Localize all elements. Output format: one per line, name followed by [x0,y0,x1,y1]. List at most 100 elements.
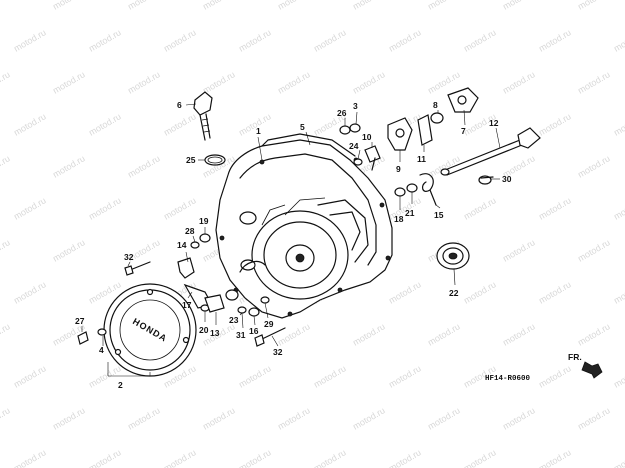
bearing [436,242,470,270]
watermark-text: motod.ru [576,0,612,12]
watermark-text: motod.ru [612,111,625,137]
watermark-text: motod.ru [462,447,498,468]
watermark-text: motod.ru [237,27,273,53]
small-parts-upper [339,87,479,206]
watermark-text: motod.ru [312,27,348,53]
watermark-text: motod.ru [387,279,423,305]
part-label-30: 30 [502,174,512,184]
part-label-1: 1 [256,126,261,136]
watermark-text: motod.ru [0,153,12,179]
watermark-text: motod.ru [237,111,273,137]
watermark-text: motod.ru [387,363,423,389]
part-label-9: 9 [396,164,401,174]
watermark-text: motod.ru [51,0,87,12]
crankcase-cover [215,133,393,319]
watermark-text: motod.ru [12,363,48,389]
watermark-text: motod.ru [312,363,348,389]
oil-filler-cap [193,91,226,166]
part-label-26: 26 [337,108,347,118]
watermark-text: motod.ru [126,0,162,12]
watermark-text: motod.ru [576,321,612,347]
watermark-text: motod.ru [51,237,87,263]
watermark-text: motod.ru [87,195,123,221]
part-label-25: 25 [186,155,196,165]
direction-label: FR. [568,352,582,362]
watermark-text: motod.ru [612,363,625,389]
watermark-text: motod.ru [0,237,12,263]
watermark-text: motod.ru [0,69,12,95]
part-label-27: 27 [75,316,85,326]
part-label-20: 20 [199,325,209,335]
watermark-text: motod.ru [537,195,573,221]
diagram-code: HF14-R0600 [485,375,531,383]
watermark-text: motod.ru [276,69,312,95]
part-label-14: 14 [177,240,187,250]
watermark-text: motod.ru [51,153,87,179]
watermark-text: motod.ru [51,405,87,431]
part-label-8: 8 [433,100,438,110]
small-parts-lower [77,233,286,347]
watermark-text: motod.ru [12,195,48,221]
watermark-text: motod.ru [462,27,498,53]
watermark-text: motod.ru [576,153,612,179]
watermark-text: motod.ru [612,27,625,53]
part-label-17: 17 [182,300,192,310]
watermark-text: motod.ru [201,405,237,431]
part-label-16: 16 [249,326,259,336]
watermark-text: motod.ru [576,69,612,95]
watermark-text: motod.ru [87,111,123,137]
watermark-text: motod.ru [612,447,625,468]
watermark-text: motod.ru [612,279,625,305]
watermark-text: motod.ru [351,405,387,431]
watermark-text: motod.ru [501,237,537,263]
part-label-12: 12 [489,118,499,128]
part-label-19: 19 [199,216,209,226]
watermark-text: motod.ru [276,0,312,12]
watermark-text: motod.ru [12,279,48,305]
watermark-text: motod.ru [312,447,348,468]
watermark-text: motod.ru [501,321,537,347]
part-label-11: 11 [417,154,426,164]
watermark-text: motod.ru [426,0,462,12]
watermark-text: motod.ru [237,363,273,389]
watermark-text: motod.ru [501,69,537,95]
part-label-21: 21 [405,208,415,218]
part-labels: 1 2 3 4 5 6 7 8 9 10 11 12 13 14 15 16 1… [75,100,512,390]
watermark-text: motod.ru [537,363,573,389]
part-label-24: 24 [349,141,359,151]
part-label-22: 22 [449,288,459,298]
part-label-28: 28 [185,226,195,236]
part-label-23: 23 [229,315,239,325]
watermark-text: motod.ru [0,0,12,12]
watermark-text: motod.ru [351,0,387,12]
watermark-text: motod.ru [501,0,537,12]
watermark-text: motod.ru [126,69,162,95]
watermark-text: motod.ru [612,195,625,221]
shift-shaft [440,127,541,176]
part-label-15: 15 [434,210,444,220]
watermark-text: motod.ru [0,405,12,431]
watermark-text: motod.ru [87,447,123,468]
watermark-text: motod.ru [462,195,498,221]
part-label-2: 2 [118,380,123,390]
watermark-text: motod.ru [162,195,198,221]
part-label-5: 5 [300,122,305,132]
watermark-text: motod.ru [537,279,573,305]
part-label-29: 29 [264,319,274,329]
watermark-text: motod.ru [12,27,48,53]
watermark-text: motod.ru [351,69,387,95]
part-label-32-bottom: 32 [273,347,283,357]
watermark-text: motod.ru [576,237,612,263]
watermark-text: motod.ru [12,111,48,137]
watermark-text: motod.ru [537,27,573,53]
watermark-text: motod.ru [126,405,162,431]
watermark-text: motod.ru [12,447,48,468]
watermark-text: motod.ru [276,405,312,431]
watermark-text: motod.ru [0,321,12,347]
watermark-text: motod.ru [387,27,423,53]
watermark-text: motod.ru [537,447,573,468]
part-label-31: 31 [236,330,246,340]
part-label-3: 3 [353,101,358,111]
part-label-6: 6 [177,100,182,110]
